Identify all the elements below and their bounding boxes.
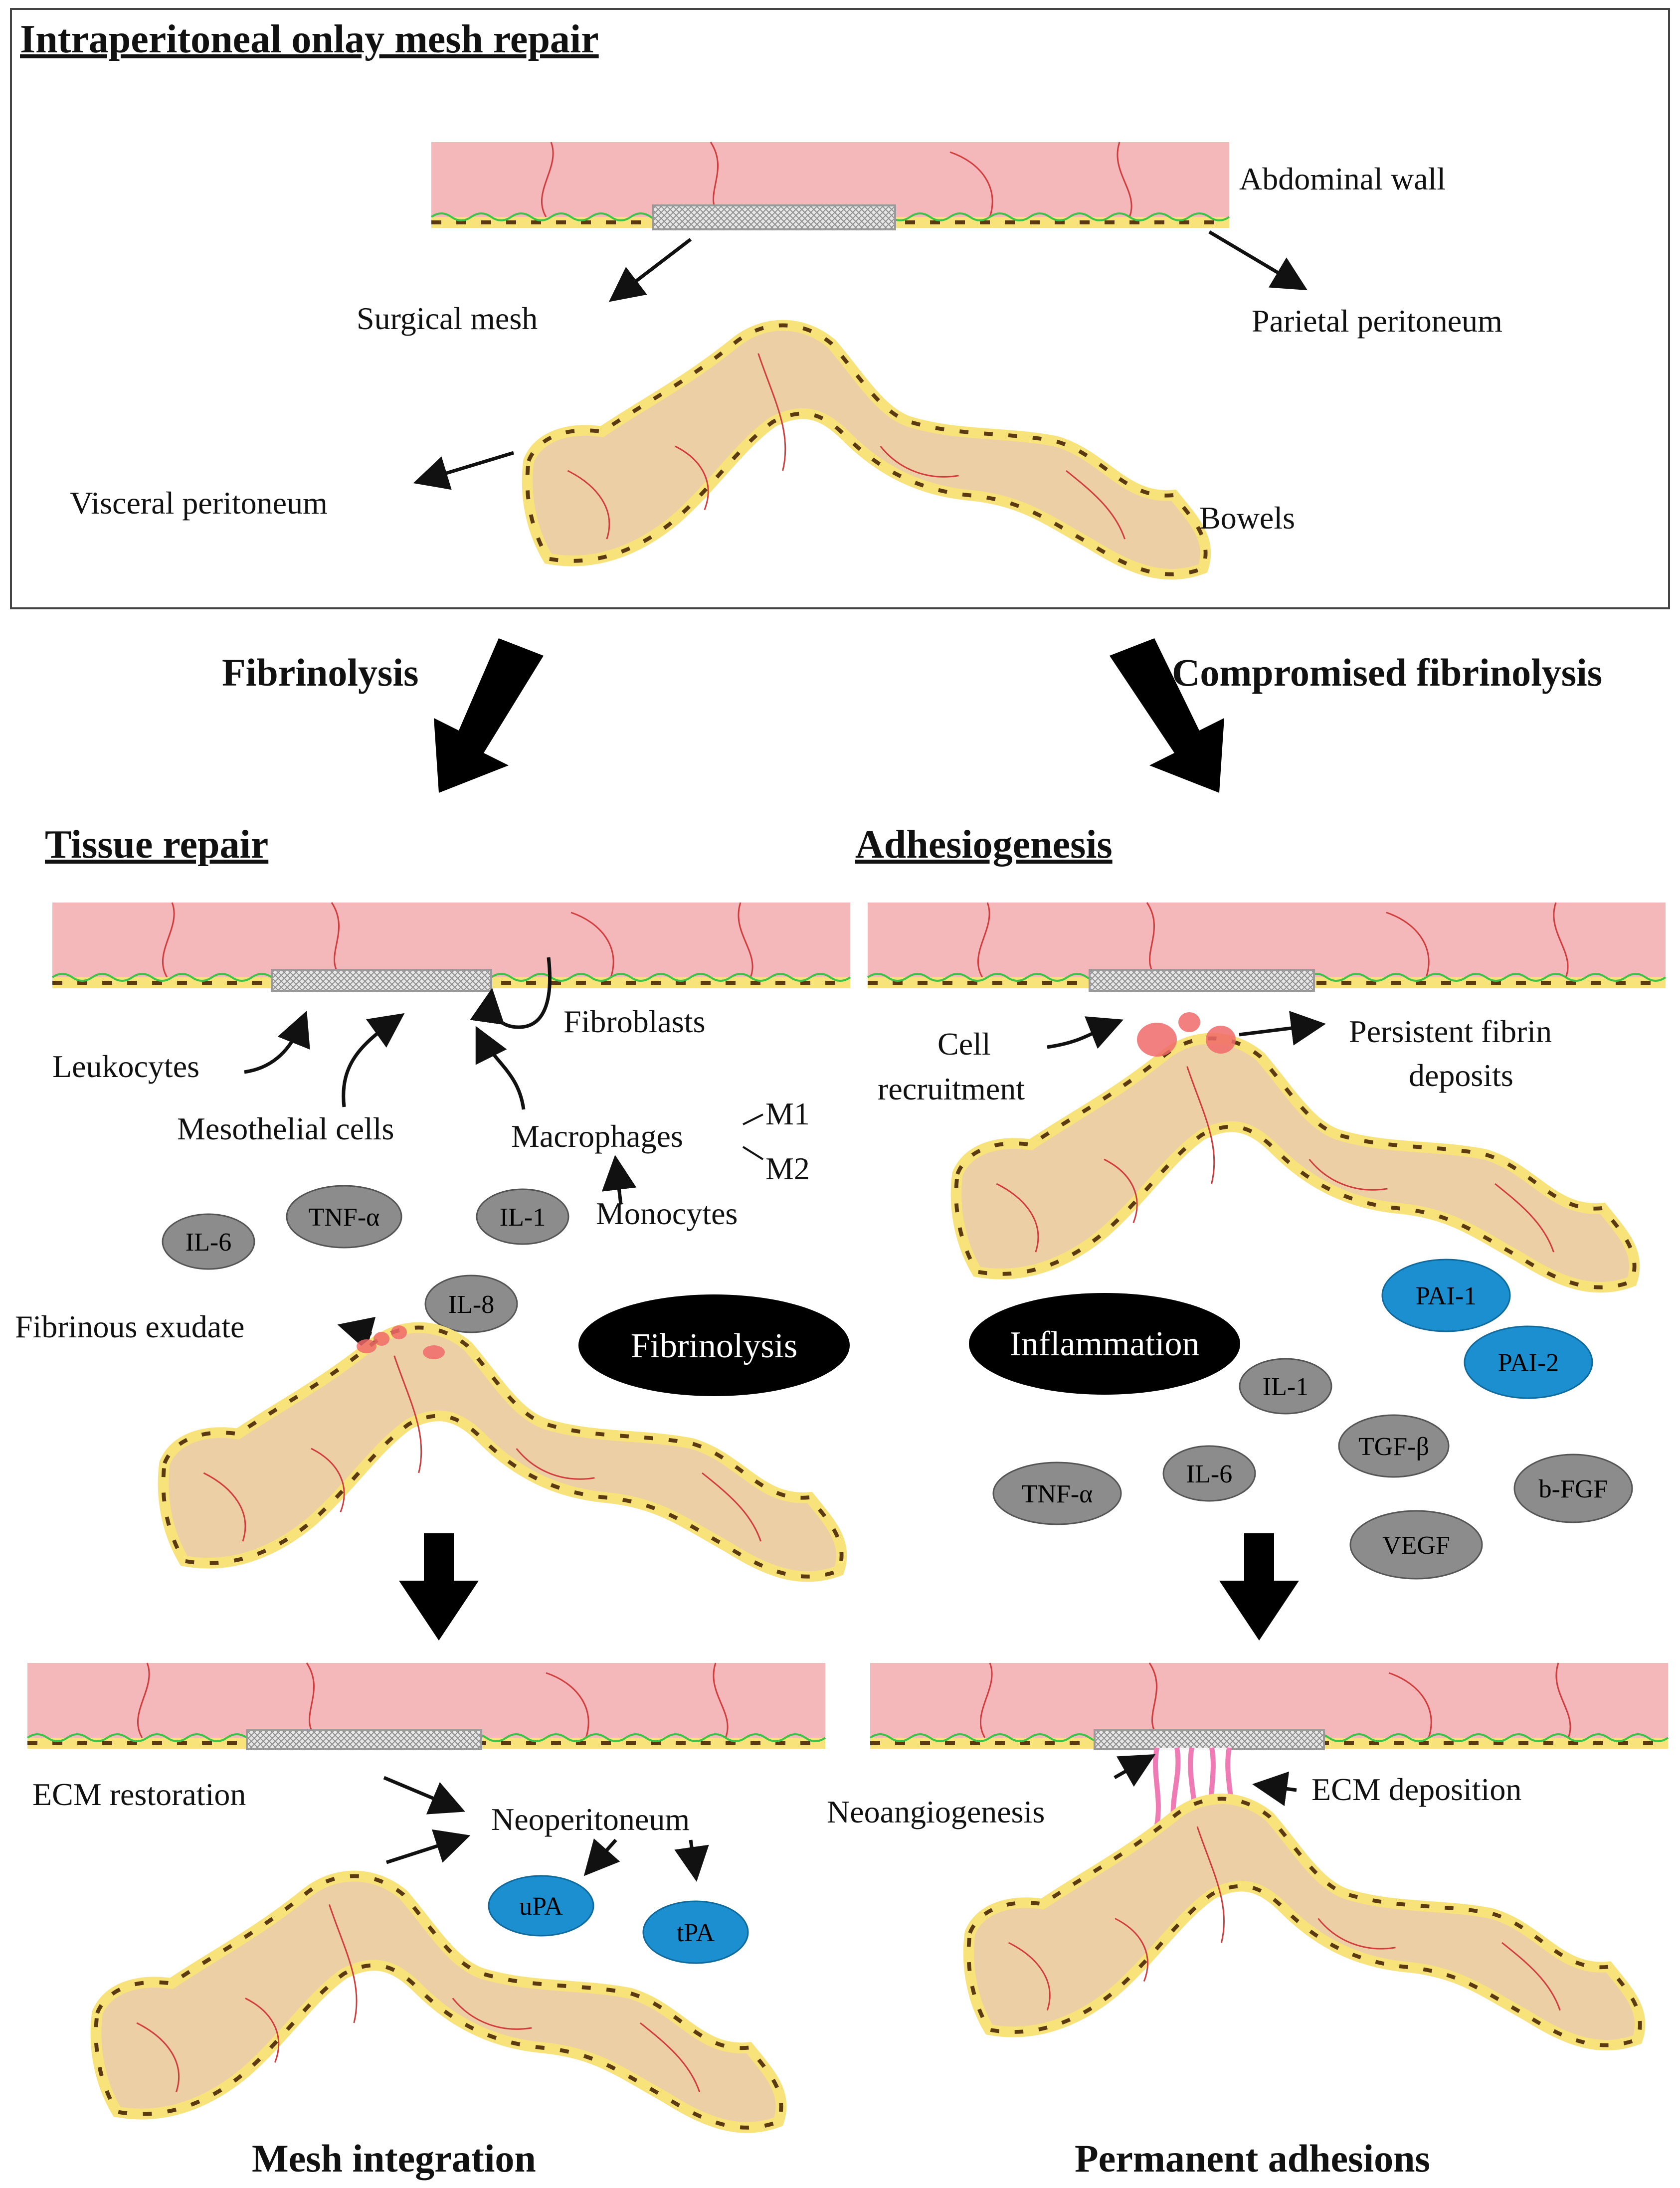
- right-surgical-mesh: [1089, 969, 1315, 992]
- tnf-right-text: TNF-α: [1022, 1480, 1093, 1508]
- persistent-fibrin-deposits: [1137, 1012, 1236, 1057]
- tgf-right-text: TGF-β: [1358, 1433, 1429, 1461]
- fibroblasts-label: Fibroblasts: [563, 1004, 705, 1039]
- top-bowel: [527, 325, 1205, 574]
- leukocytes-label: Leukocytes: [52, 1049, 199, 1084]
- surgical-mesh-arrow: [608, 238, 692, 302]
- il1-right-text: IL-1: [1263, 1373, 1308, 1401]
- persistent-fibrin-line2: deposits: [1409, 1058, 1513, 1093]
- tgf-right-pill: TGF-β: [1338, 1414, 1450, 1478]
- inflammation-badge-text: Inflammation: [1009, 1325, 1199, 1363]
- tnf-left-text: TNF-α: [309, 1203, 380, 1232]
- parietal-peritoneum-label: Parietal peritoneum: [1252, 303, 1502, 339]
- il6-left-text: IL-6: [186, 1228, 231, 1257]
- il1-left-text: IL-1: [500, 1203, 546, 1232]
- tnf-left-pill: TNF-α: [286, 1185, 402, 1249]
- fibrinous-exudate-label: Fibrinous exudate: [15, 1309, 244, 1344]
- m1-branch: [743, 1113, 763, 1125]
- pai1-text: PAI-1: [1416, 1282, 1477, 1310]
- tissue-repair-title: Tissue repair: [45, 823, 268, 867]
- neoperitoneum-label: Neoperitoneum: [491, 1802, 690, 1837]
- vegf-right-pill: VEGF: [1349, 1510, 1483, 1580]
- right-bottom-bowel: [968, 1799, 1640, 2045]
- top-panel-frame: [10, 8, 1670, 609]
- tpa-text: tPA: [677, 1919, 715, 1947]
- macrophages-arrow: [475, 1026, 526, 1110]
- parietal-peritoneum-arrow: [1208, 230, 1308, 291]
- right-down-arrow: [1219, 1533, 1299, 1641]
- tpa-pill: tPA: [642, 1900, 749, 1964]
- mesothelial-arrow: [342, 1013, 405, 1107]
- inflammation-badge: Inflammation: [969, 1293, 1240, 1395]
- compromised-fibrinolysis-arrow: [1110, 638, 1224, 793]
- neoangiogenesis-label: Neoangiogenesis: [827, 1794, 1045, 1829]
- neoangiogenesis-arrow: [1114, 1754, 1156, 1787]
- il6-right-text: IL-6: [1186, 1460, 1232, 1488]
- left-surgical-mesh: [271, 969, 492, 992]
- ecm-deposition-label: ECM deposition: [1311, 1772, 1521, 1807]
- cell-recruitment-line2: recruitment: [878, 1071, 1025, 1106]
- ecm-restoration-label: ECM restoration: [32, 1777, 246, 1812]
- pai2-text: PAI-2: [1498, 1349, 1559, 1377]
- bfgf-right-text: b-FGF: [1539, 1475, 1608, 1503]
- cell-recruitment-line1: Cell: [937, 1026, 991, 1062]
- tnf-right-pill: TNF-α: [992, 1461, 1122, 1525]
- pai1-pill: PAI-1: [1381, 1259, 1511, 1332]
- upa-pill: uPA: [488, 1875, 594, 1937]
- visceral-peritoneum-label: Visceral peritoneum: [70, 485, 328, 521]
- monocytes-label: Monocytes: [596, 1196, 738, 1231]
- fibrin-exudate-dots: [357, 1325, 445, 1359]
- m2-branch: [742, 1146, 764, 1160]
- pai2-pill: PAI-2: [1464, 1325, 1593, 1399]
- ecm-restoration-arrow: [383, 1776, 465, 1815]
- il6-left-pill: IL-6: [162, 1213, 255, 1270]
- bfgf-right-pill: b-FGF: [1513, 1454, 1633, 1523]
- right-middle-bowel: [956, 1038, 1634, 1287]
- left-down-arrow: [399, 1533, 479, 1641]
- fibrinolysis-badge-text: Fibrinolysis: [631, 1327, 798, 1365]
- left-bottom-mesh: [246, 1729, 482, 1750]
- visceral-peritoneum-arrow: [413, 451, 515, 490]
- upa-arrow: [583, 1838, 620, 1876]
- surgical-mesh-label: Surgical mesh: [357, 301, 538, 336]
- il1-right-pill: IL-1: [1239, 1358, 1332, 1415]
- macrophages-label: Macrophages: [511, 1118, 683, 1154]
- ecm-deposition-arrow: [1252, 1771, 1297, 1807]
- compromised-fibrinolysis-transition-label: Compromised fibrinolysis: [1172, 651, 1602, 694]
- mesothelial-cells-label: Mesothelial cells: [177, 1111, 394, 1146]
- fibroblasts-arrow: [470, 957, 552, 1029]
- top-surgical-mesh: [652, 204, 896, 230]
- bowels-label: Bowels: [1199, 500, 1295, 536]
- persistent-fibrin-arrow: [1239, 1011, 1326, 1046]
- adhesiogenesis-title: Adhesiogenesis: [855, 823, 1113, 867]
- m1-label: M1: [765, 1096, 810, 1131]
- cell-recruitment-arrow: [1047, 1016, 1123, 1049]
- m2-label: M2: [765, 1151, 810, 1186]
- abdominal-wall-label: Abdominal wall: [1239, 161, 1446, 196]
- fibrinous-exudate-arrow: [337, 1316, 376, 1351]
- il8-left-pill: IL-8: [424, 1275, 518, 1333]
- il1-left-pill: IL-1: [476, 1188, 569, 1245]
- vegf-right-text: VEGF: [1382, 1531, 1450, 1560]
- persistent-fibrin-line1: Persistent fibrin: [1349, 1014, 1552, 1049]
- tpa-arrow: [674, 1839, 709, 1882]
- il8-left-text: IL-8: [448, 1290, 494, 1319]
- fibrinolysis-arrow: [434, 638, 544, 793]
- fibrinolysis-badge: Fibrinolysis: [578, 1294, 850, 1396]
- fibrinolysis-transition-label: Fibrinolysis: [222, 651, 418, 694]
- mesh-integration-title: Mesh integration: [252, 2137, 536, 2180]
- neoperitoneum-arrow-in: [385, 1829, 471, 1864]
- il6-right-pill: IL-6: [1162, 1445, 1256, 1502]
- top-title: Intraperitoneal onlay mesh repair: [20, 17, 599, 61]
- monocytes-arrow: [601, 1155, 637, 1205]
- permanent-adhesions-title: Permanent adhesions: [1075, 2137, 1430, 2180]
- leukocytes-arrow: [244, 1011, 310, 1074]
- upa-text: uPA: [519, 1892, 563, 1921]
- right-bottom-mesh: [1094, 1729, 1325, 1750]
